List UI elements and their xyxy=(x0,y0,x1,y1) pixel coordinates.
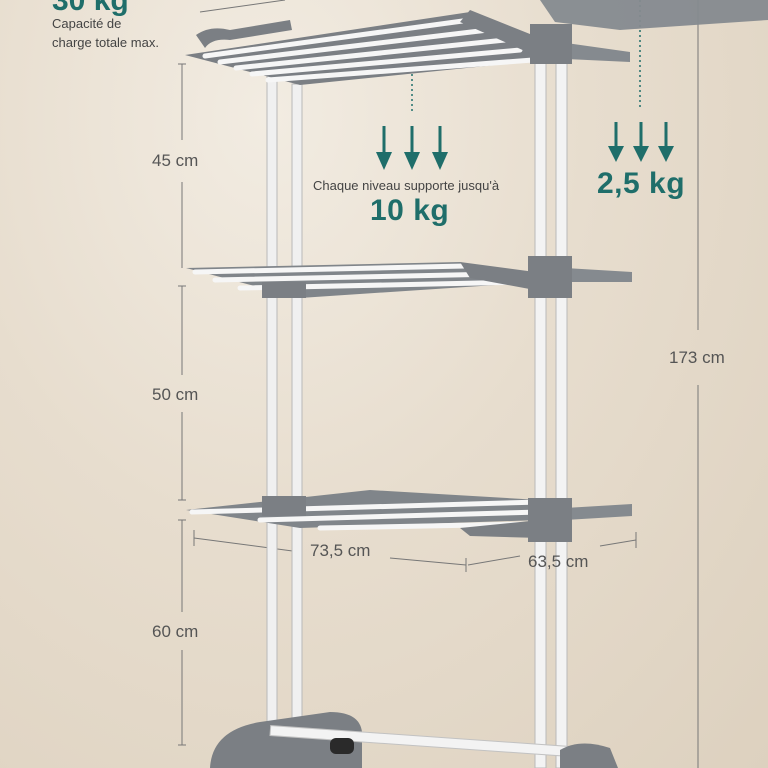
base xyxy=(210,712,618,768)
total-capacity-label-line2: charge totale max. xyxy=(52,35,159,50)
total-height-dimension: 173 cm xyxy=(669,348,725,367)
width-dimension: 63,5 cm xyxy=(528,552,589,571)
middle-shelf xyxy=(186,256,632,298)
dimension-lines xyxy=(178,0,699,768)
total-capacity-label: Capacité de charge totale max. xyxy=(52,14,159,52)
top-shelf xyxy=(185,0,768,85)
bottom-gap-dimension: 60 cm xyxy=(152,622,199,641)
per-level-value: 10 kg xyxy=(370,194,450,227)
middle-gap-dimension: 50 cm xyxy=(152,385,199,404)
vertical-poles xyxy=(266,29,568,768)
bottom-shelf xyxy=(186,490,632,542)
per-level-text: Chaque niveau supporte jusqu'à xyxy=(313,178,500,193)
top-gap-dimension: 45 cm xyxy=(152,151,199,170)
length-dimension: 73,5 cm xyxy=(310,541,371,560)
total-capacity-value: 30 kg xyxy=(52,0,129,17)
wing-load-value: 2,5 kg xyxy=(597,167,686,200)
total-capacity-label-line1: Capacité de xyxy=(52,16,122,31)
load-arrows xyxy=(376,122,674,170)
